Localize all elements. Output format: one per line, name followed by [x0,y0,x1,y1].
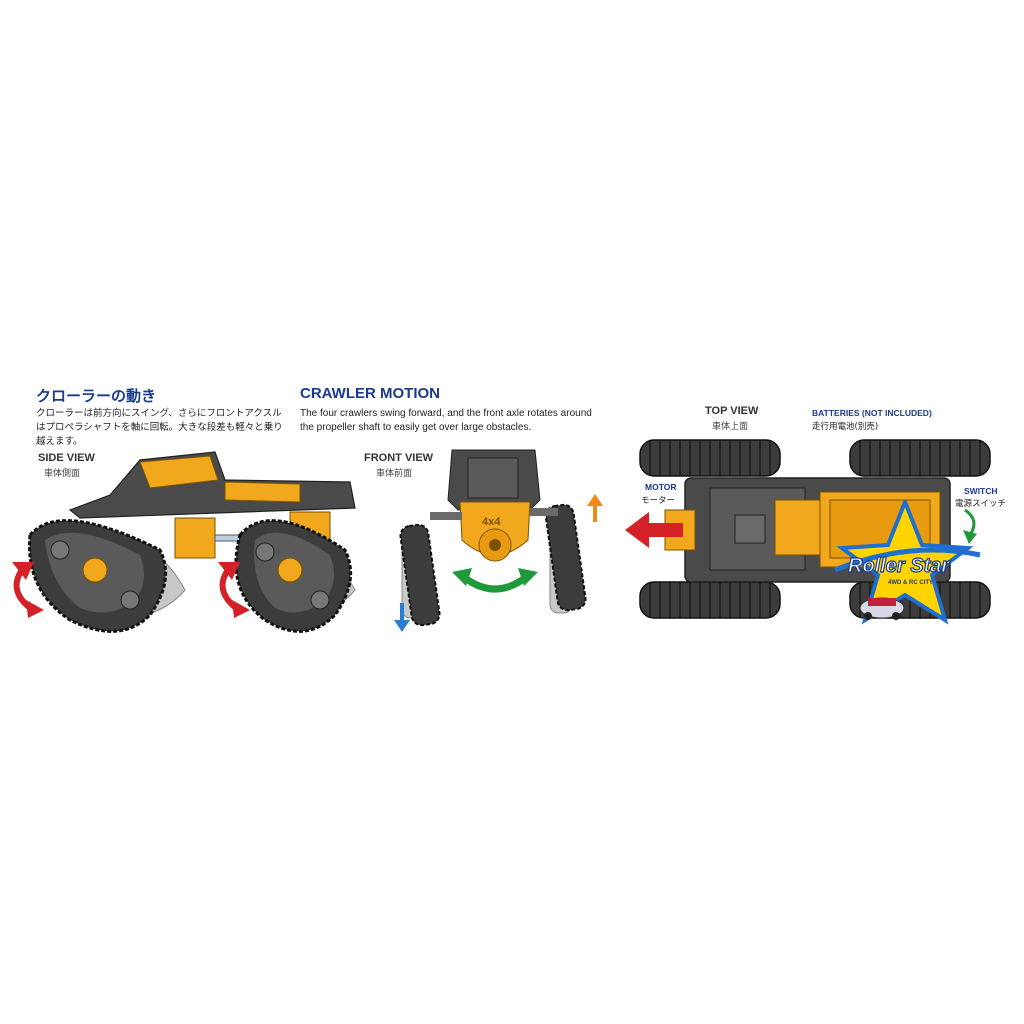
batteries-label: BATTERIES (NOT INCLUDED) [812,408,932,418]
watermark-car [859,597,905,620]
down-arrow-shaft [400,603,404,621]
top-view-label-jp: 車体上面 [712,422,749,432]
up-arrow-shaft [593,504,597,522]
rear-crawler [234,519,353,633]
front-crawler [28,519,168,633]
rotation-arrowhead-rear-top [218,562,240,580]
description-en: The four crawlers swing forward, and the… [300,408,592,433]
watermark-tagline: 4WD & RC CITY [888,580,933,586]
front-view-illustration: 4x4 [394,449,603,632]
switch-arrowhead [963,530,977,544]
roller-star-watermark: Roller Star 4WD & RC CITY [834,500,981,625]
badge-4x4: 4x4 [482,516,501,528]
forward-arrow-head [625,512,649,548]
heading-jp: クローラーの動き [36,387,157,405]
right-crawler [544,503,587,612]
forward-arrow-shaft [645,523,683,537]
front-view-label-jp: 車体前面 [376,469,413,479]
rotation-arrow-axle [462,575,528,593]
watermark-name: Roller Star [848,555,950,577]
rotation-arrowhead-front-bottom [26,600,44,618]
rotation-arrowhead-front-top [12,562,34,580]
top-view-label: TOP VIEW [705,405,759,417]
rotation-arrowhead-rear-bottom [232,600,250,618]
heading-en: CRAWLER MOTION [300,385,440,402]
batteries-label-jp: 走行用電池(別売) [812,422,879,432]
switch-label-jp: 電源スイッチ [955,499,1007,509]
watermark-swoosh [834,547,981,573]
motor-label-jp: モーター [641,496,676,506]
motor-label: MOTOR [645,482,677,492]
down-arrow-head [394,620,410,632]
side-view-label: SIDE VIEW [38,452,95,464]
rotation-arrowhead-axle-right [518,568,538,586]
side-view-illustration [12,451,356,633]
description-jp: クローラーは前方向にスイング、さらにフロントアクスルはプロペラシャフトを軸に回転… [36,408,283,447]
side-view-label-jp: 車体側面 [44,469,81,479]
rotation-arrowhead-axle-left [452,568,472,586]
up-arrow-head [587,494,603,506]
front-view-label: FRONT VIEW [364,452,434,464]
switch-label: SWITCH [964,486,998,496]
motor-block [774,499,821,556]
watermark-star [836,500,974,625]
